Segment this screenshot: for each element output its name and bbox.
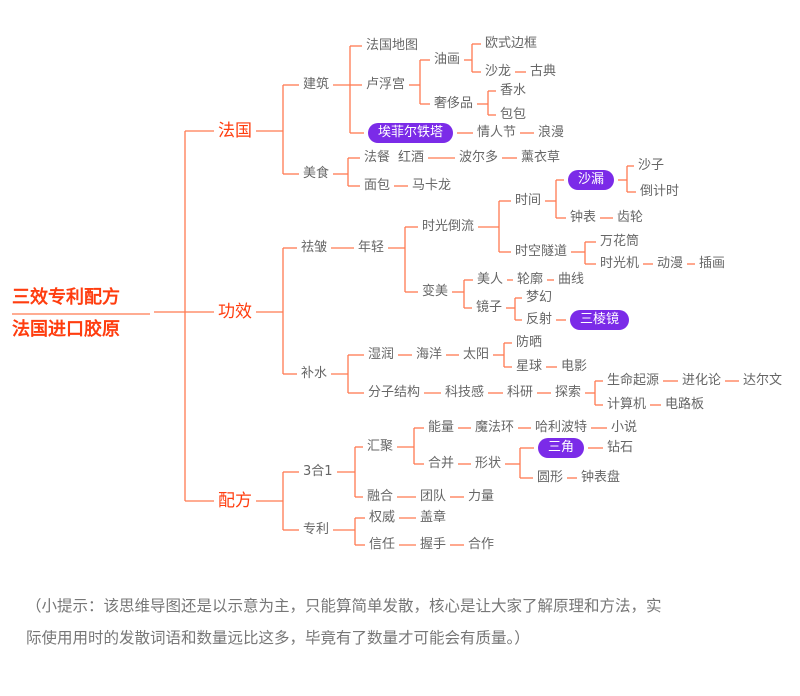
- mind-map-node: 建筑: [303, 77, 330, 92]
- mind-map-node: 动漫: [657, 256, 684, 271]
- mind-map-node: 握手: [420, 537, 447, 552]
- mind-map-node: 探索: [555, 385, 582, 400]
- mind-map-node: 电影: [561, 359, 588, 374]
- mind-map-node: 能量: [428, 420, 455, 435]
- highlight-node: 三棱镜: [570, 310, 630, 330]
- mind-map-node: 星球: [516, 359, 543, 374]
- mind-map-node: 面包: [364, 178, 391, 193]
- mind-map-node: 万花筒: [600, 234, 640, 249]
- mind-map-node: 欧式边框: [485, 36, 538, 51]
- mind-map-node: 电路板: [665, 397, 705, 412]
- mind-map-node: 情人节: [477, 125, 517, 140]
- mind-map-node: 红酒: [398, 150, 425, 165]
- highlight-node: 沙漏: [568, 170, 615, 190]
- mind-map-node: 力量: [468, 489, 495, 504]
- mind-map-node: 计算机: [607, 397, 647, 412]
- connector-lines: [12, 43, 739, 546]
- mind-map-node: 进化论: [682, 373, 722, 388]
- mind-map-node: 曲线: [558, 272, 585, 287]
- mind-map-node: 权威: [369, 510, 396, 525]
- mind-map-node: 钟表盘: [581, 470, 621, 485]
- mind-map-node: 齿轮: [617, 210, 644, 225]
- mind-map-node: 沙子: [638, 158, 665, 173]
- mind-map-node: 太阳: [463, 347, 490, 362]
- mind-map-node: 法餐: [364, 150, 391, 165]
- mind-map-node: 沙龙: [485, 64, 512, 79]
- mind-map-node: 钟表: [570, 210, 597, 225]
- highlight-node: 三角: [538, 438, 585, 458]
- mind-map-node: 马卡龙: [412, 178, 452, 193]
- mind-map-node: 补水: [301, 366, 328, 381]
- mind-map-node: 3合1: [303, 464, 333, 479]
- footer-tip-line1: （小提示：该思维导图还是以示意为主，只能算简单发散，核心是让大家了解原理和方法，…: [26, 597, 662, 615]
- mind-map-node: 时空隧道: [515, 244, 568, 259]
- mind-map-node: 盖章: [420, 510, 447, 525]
- branch-node: 配方: [218, 491, 252, 511]
- mind-map-node: 包包: [500, 107, 527, 122]
- mind-map-node: 防晒: [516, 335, 543, 350]
- mind-map-node: 哈利波特: [535, 420, 588, 435]
- mind-map-node: 团队: [420, 489, 447, 504]
- mind-map-node: 轮廓: [517, 272, 544, 287]
- mind-map-node: 倒计时: [640, 184, 680, 199]
- mind-map-node: 魔法环: [475, 420, 515, 435]
- mind-map-node: 香水: [500, 83, 527, 98]
- mind-map-node: 波尔多: [459, 150, 499, 165]
- mind-map-node: 反射: [526, 312, 553, 327]
- mind-map-node: 圆形: [537, 470, 564, 485]
- mind-map-node: 信任: [369, 537, 396, 552]
- mind-map-node: 合作: [468, 537, 495, 552]
- mind-map-node: 科研: [507, 385, 534, 400]
- mind-map-node: 湿润: [368, 347, 395, 362]
- highlight-node: 埃菲尔铁塔: [368, 123, 454, 143]
- mind-map-node: 薰衣草: [521, 150, 561, 165]
- footer-tip-line2: 际使用用时的发散词语和数量远比这多，毕竟有了数量才可能会有质量。）: [26, 629, 530, 647]
- mind-map-node: 卢浮宫: [366, 77, 406, 92]
- mind-map-node: 科技感: [445, 385, 485, 400]
- mind-map-node: 形状: [475, 456, 502, 471]
- mind-map-node: 时光机: [600, 256, 640, 271]
- mind-map-node: 时间: [515, 193, 542, 208]
- mind-map-node: 梦幻: [526, 290, 553, 305]
- mind-map: 三效专利配方法国进口胶原 法国功效配方 建筑美食 法国地图卢浮宫埃菲尔铁塔 油画奢侈品 欧…: [12, 36, 783, 552]
- mind-map-node: 合并: [428, 456, 455, 471]
- mind-map-node: 小说: [611, 420, 638, 435]
- mind-map-node: 美食: [303, 166, 330, 181]
- mind-map-node: 达尔文: [743, 373, 783, 388]
- mind-map-node: 古典: [530, 64, 557, 79]
- mind-map-node: 钻石: [607, 440, 634, 455]
- branch-node: 法国: [218, 121, 252, 141]
- mind-map-node: 时光倒流: [422, 219, 475, 234]
- mind-map-node: 海洋: [416, 347, 443, 362]
- root-title: 三效专利配方: [12, 287, 120, 308]
- mind-map-node: 年轻: [358, 240, 385, 255]
- mind-map-node: 变美: [422, 284, 449, 299]
- mind-map-node: 专利: [303, 522, 330, 537]
- mind-map-node: 法国地图: [366, 38, 419, 53]
- mind-map-node: 祛皱: [301, 240, 328, 255]
- mind-map-node: 汇聚: [367, 439, 394, 454]
- mind-map-node: 美人: [477, 272, 504, 287]
- mind-map-node: 分子结构: [368, 385, 421, 400]
- mind-map-node: 生命起源: [607, 373, 660, 388]
- mind-map-node: 插画: [699, 256, 726, 271]
- branch-node: 功效: [218, 302, 252, 322]
- mind-map-node: 奢侈品: [434, 96, 474, 111]
- root-title: 法国进口胶原: [12, 319, 120, 340]
- mind-map-node: 镜子: [476, 300, 503, 315]
- mind-map-node: 油画: [434, 52, 461, 67]
- mind-map-node: 融合: [367, 489, 394, 504]
- mind-map-node: 浪漫: [538, 125, 565, 140]
